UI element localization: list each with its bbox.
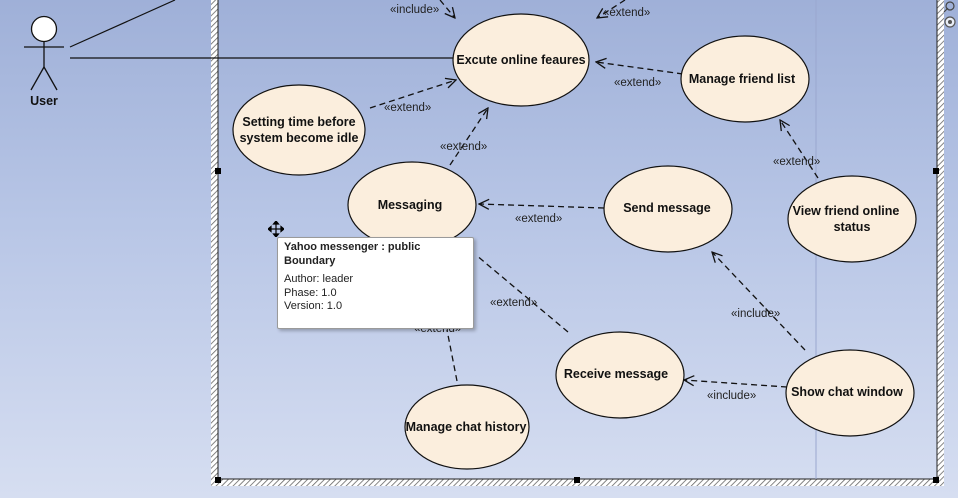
use-case-manage-friend-list[interactable]: Manage friend list — [680, 35, 810, 123]
tooltip-author: Author: leader — [284, 273, 354, 285]
use-case-manage-chat-history[interactable]: Manage chat history — [404, 384, 530, 470]
use-case-label: Messaging — [378, 198, 443, 212]
use-case-label: Receive message — [564, 367, 668, 381]
relation-label: «include» — [707, 390, 756, 402]
use-case-receive-message[interactable]: Receive message — [555, 331, 685, 419]
resize-handle[interactable] — [933, 477, 939, 483]
use-case-label: Send message — [623, 201, 711, 215]
use-case-label: Manage chat history — [406, 420, 527, 434]
extend-arrow-manage-friend[interactable] — [596, 62, 684, 75]
relation-label: «extend» — [515, 213, 562, 225]
use-case-label: system become idle — [240, 131, 359, 145]
extend-arrow-view-friend[interactable] — [780, 120, 819, 179]
boundary-tooltip: Yahoo messenger : public Boundary Author… — [277, 237, 474, 329]
relation-label: «include» — [731, 308, 780, 320]
actor-user[interactable]: User — [24, 15, 64, 109]
use-case-label: Show chat window — [791, 385, 903, 399]
extend-line-receive-message[interactable] — [475, 254, 569, 333]
relation-label: «extend» — [773, 156, 820, 168]
use-case-messaging[interactable]: Messaging — [347, 161, 477, 249]
relation-label: «extend» — [603, 7, 650, 19]
actor-label: User — [30, 94, 58, 108]
quick-link-icon[interactable] — [940, 0, 958, 30]
include-arrow-show-chat-send[interactable] — [712, 252, 806, 351]
tooltip-phase: Phase: 1.0 — [284, 286, 337, 299]
tooltip-title: Yahoo messenger : public Boundary — [284, 241, 421, 267]
resize-handle[interactable] — [215, 168, 221, 174]
use-case-label: View friend online — [793, 204, 900, 218]
relation-label: «extend» — [490, 297, 537, 309]
use-case-send-message[interactable]: Send message — [603, 165, 733, 253]
association-line[interactable] — [69, 0, 176, 48]
use-case-show-chat-window[interactable]: Show chat window — [785, 349, 915, 437]
use-case-label: Manage friend list — [689, 72, 796, 86]
actor-head — [30, 15, 58, 43]
use-case-label: status — [834, 220, 871, 234]
relation-label: «include» — [390, 4, 439, 16]
resize-handle[interactable] — [933, 168, 939, 174]
relation-label: «extend» — [440, 141, 487, 153]
extend-arrow-send-message[interactable] — [479, 204, 605, 208]
extend-arrow-setting-time[interactable] — [369, 80, 456, 109]
use-case-view-friend-status[interactable]: View friend online status — [787, 175, 917, 263]
extend-arrow-messaging[interactable] — [449, 108, 488, 166]
use-case-label: Setting time before — [242, 115, 355, 129]
use-case-execute-online-features[interactable]: Excute online feaures — [452, 13, 590, 107]
include-arrow-show-chat-receive[interactable] — [684, 380, 788, 388]
include-arrow-top[interactable] — [439, 0, 455, 18]
resize-handle[interactable] — [574, 477, 580, 483]
resize-handle[interactable] — [215, 477, 221, 483]
use-case-label: Excute online feaures — [456, 53, 585, 67]
use-case-setting-time[interactable]: Setting time before system become idle — [232, 84, 366, 176]
tooltip-version: Version: 1.0 — [284, 300, 343, 312]
relation-label: «extend» — [384, 102, 431, 114]
relation-label: «extend» — [614, 77, 661, 89]
extend-line-chat-history[interactable] — [446, 329, 458, 382]
move-cursor-icon — [268, 221, 284, 237]
extend-arrow-top-right[interactable] — [597, 0, 626, 18]
